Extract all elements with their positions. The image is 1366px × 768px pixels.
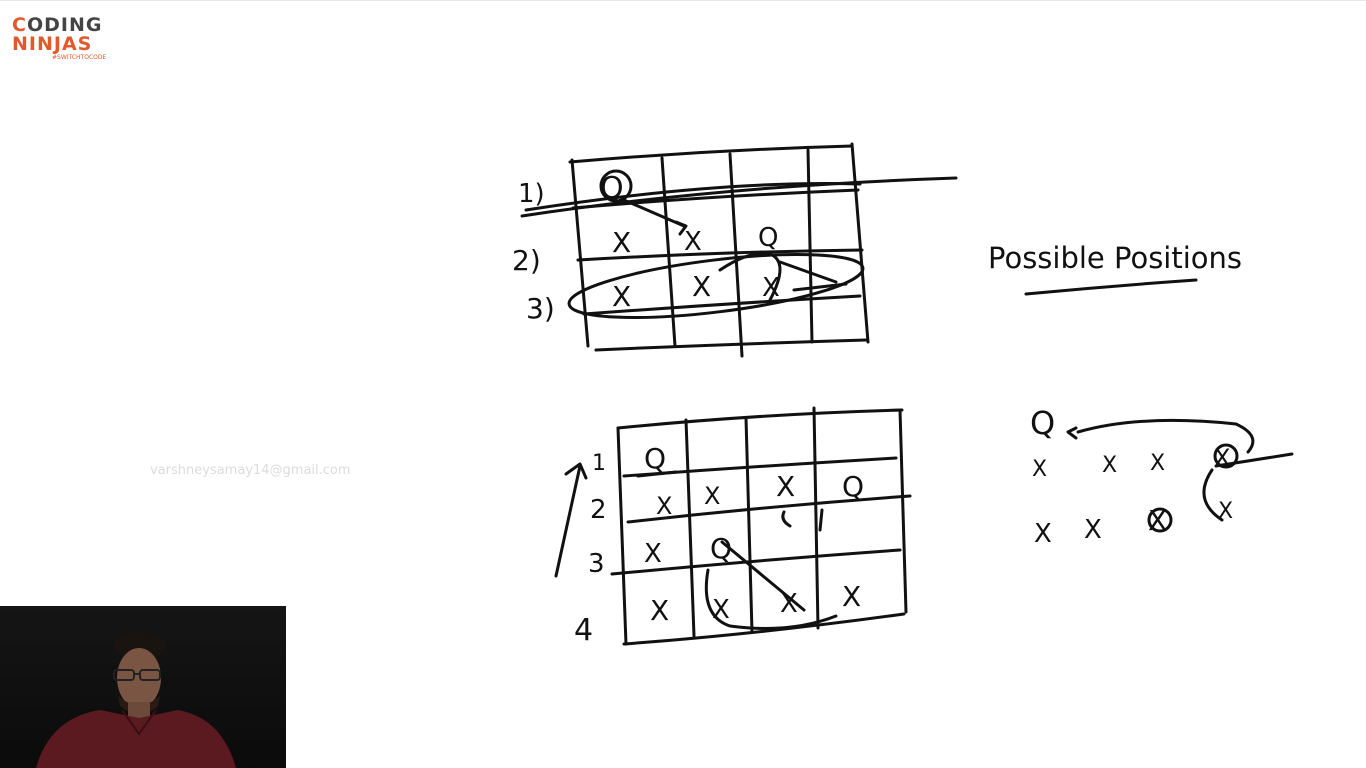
logo-tagline: #SWITCHTOCODE	[52, 54, 107, 61]
svg-text:Q: Q	[710, 532, 732, 565]
svg-text:X: X	[684, 227, 702, 257]
svg-text:X: X	[1102, 453, 1117, 478]
board-2-label-2: 2	[590, 495, 607, 525]
board-2-label-4: 4	[574, 613, 593, 648]
presenter-webcam	[0, 606, 286, 768]
svg-text:X: X	[612, 226, 631, 259]
coding-ninjas-logo: CODING NINJAS #SWITCHTOCODE	[12, 16, 117, 62]
svg-text:Q: Q	[758, 223, 778, 253]
board-1-label-3: 3)	[526, 292, 555, 325]
svg-text:X: X	[1084, 515, 1102, 545]
board-2-label-1: 1	[592, 451, 606, 476]
svg-text:X: X	[650, 594, 669, 627]
svg-text:Q: Q	[644, 442, 666, 475]
svg-text:X: X	[1034, 519, 1052, 549]
svg-text:X: X	[692, 270, 711, 303]
logo-line-coding: CODING	[12, 14, 103, 36]
logo-line-ninjas: NINJAS	[12, 33, 93, 55]
svg-text:X: X	[842, 580, 861, 613]
svg-text:X: X	[1150, 451, 1165, 476]
svg-text:X: X	[644, 539, 662, 569]
board-1-marks: Q X X Q X X X	[567, 169, 865, 319]
email-watermark: varshneysamay14@gmail.com	[150, 463, 351, 478]
board-1-grid	[520, 142, 958, 358]
board-2-label-3: 3	[588, 549, 605, 579]
board-2-marks: Q X X X Q X Q X X X X	[636, 442, 864, 630]
board-1-label-1: 1)	[518, 179, 545, 209]
svg-text:X: X	[612, 280, 631, 313]
board-1-label-2: 2)	[512, 244, 541, 277]
svg-text:X: X	[704, 482, 720, 510]
presenter-video-icon	[36, 632, 236, 768]
heading-possible-positions: Possible Positions	[988, 241, 1242, 275]
heading-underline	[1024, 278, 1198, 296]
svg-text:Q: Q	[842, 470, 864, 503]
svg-text:X: X	[780, 589, 798, 619]
side-note-q: Q	[1030, 404, 1055, 442]
board-2-grid	[610, 406, 912, 646]
side-notes: Q X X X X X X X X	[1030, 404, 1294, 549]
window-top-border	[0, 0, 1366, 1]
board-1-row-labels: 1) 2) 3)	[512, 179, 555, 325]
board-2-row-labels: 1 2 3 4	[554, 451, 607, 648]
svg-text:X: X	[1218, 499, 1233, 524]
svg-text:X: X	[776, 470, 795, 503]
svg-text:X: X	[1032, 457, 1047, 482]
svg-text:X: X	[656, 492, 672, 520]
svg-text:X: X	[762, 273, 780, 303]
